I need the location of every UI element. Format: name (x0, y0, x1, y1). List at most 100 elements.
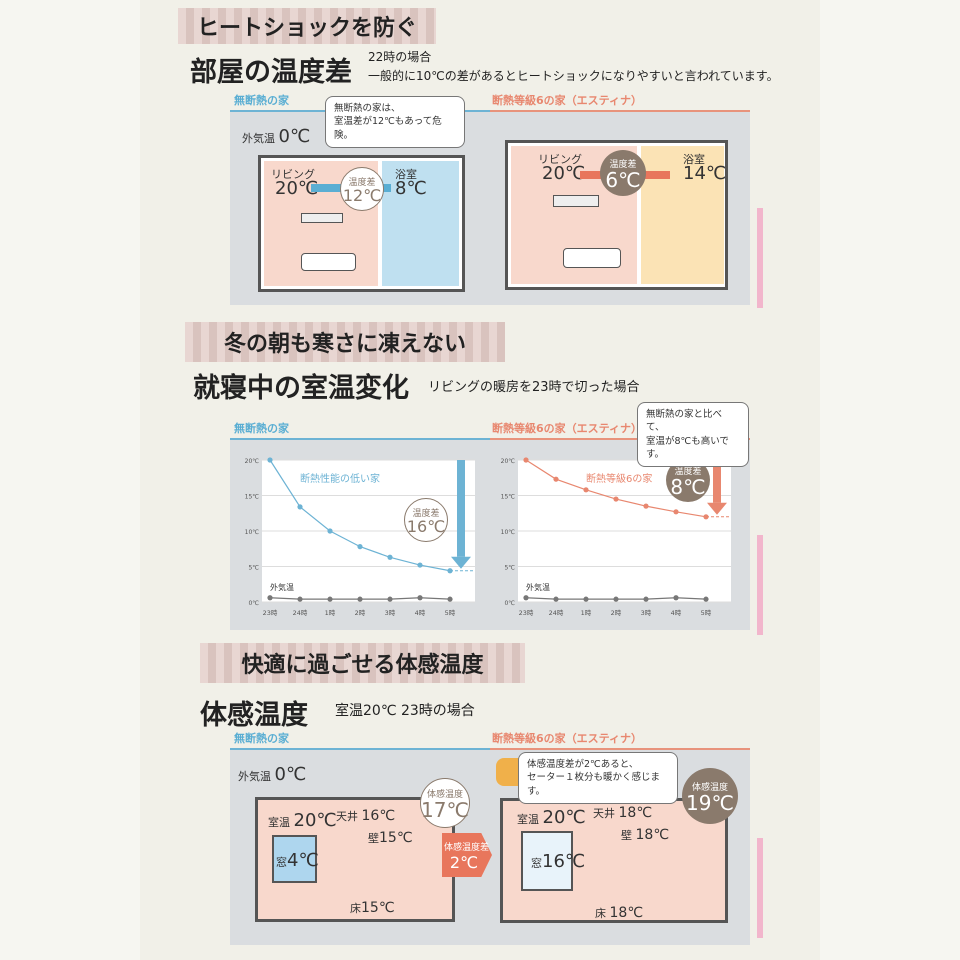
label-uninsulated: 無断熱の家 (234, 732, 289, 745)
room-uninsulated: 室温 20℃ 天井 16℃ 壁15℃ 窓4℃ 床15℃ (255, 797, 455, 922)
outside-label: 外気温 (242, 132, 275, 145)
sofa-icon (301, 253, 356, 271)
down-arrow-icon (457, 460, 465, 557)
arrow-icon (442, 833, 492, 877)
decor-bar (757, 838, 763, 938)
note: リビングの暖房を23時で切った場合 (428, 380, 640, 395)
data-point (613, 496, 619, 502)
section-heading: ヒートショックを防ぐ (178, 8, 436, 44)
x-tick-label: 3時 (385, 609, 396, 617)
note: 22時の場合 (368, 50, 432, 64)
x-tick-label: 4時 (671, 609, 682, 617)
data-point (523, 595, 529, 601)
data-point (357, 544, 363, 550)
data-point (553, 596, 559, 602)
data-point (327, 528, 333, 534)
y-tick-label: 5℃ (248, 565, 259, 572)
y-tick-label: 15℃ (245, 494, 260, 501)
down-arrow-icon (451, 556, 471, 569)
living-temp: 20℃ (275, 178, 319, 199)
window-icon (521, 831, 573, 891)
x-tick-label: 23時 (519, 609, 534, 617)
x-tick-label: 2時 (611, 609, 622, 617)
bath-temp: 8℃ (395, 178, 427, 199)
x-tick-label: 24時 (293, 609, 308, 617)
data-point (357, 596, 363, 602)
label-uninsulated: 無断熱の家 (234, 422, 289, 435)
series-label: 断熱性能の低い家 (300, 472, 380, 485)
room-insulated: 室温 20℃ 天井 18℃ 壁 18℃ 窓16℃ 床 18℃ (500, 798, 728, 923)
data-point (387, 554, 393, 560)
decor-bar (757, 208, 763, 308)
section-title: 部屋の温度差 (190, 57, 352, 88)
label-insulated: 断熱等級6の家（エスティナ） (492, 422, 642, 435)
aircon-icon (301, 213, 343, 223)
series-label: 断熱等級6の家 (586, 472, 652, 485)
speech-bubble: 無断熱の家は、室温差が12℃もあって危険。 (325, 96, 465, 148)
data-point (673, 509, 679, 515)
y-tick-label: 5℃ (504, 565, 515, 572)
label-insulated: 断熱等級6の家（エスティナ） (492, 94, 642, 107)
x-tick-label: 2時 (355, 609, 366, 617)
outside-temp: 0℃ (278, 126, 311, 147)
data-point (267, 457, 273, 463)
data-point (613, 596, 619, 602)
x-tick-label: 1時 (325, 609, 336, 617)
x-tick-label: 4時 (415, 609, 426, 617)
data-point (583, 487, 589, 493)
outside-label: 外気温 (238, 770, 271, 783)
y-tick-label: 15℃ (501, 494, 516, 501)
x-tick-label: 5時 (701, 609, 712, 617)
x-tick-label: 5時 (445, 609, 456, 617)
panel-header: 無断熱の家 断熱等級6の家（エスティナ） (230, 418, 750, 440)
outside-temp: 0℃ (274, 764, 307, 785)
sofa-icon (563, 248, 621, 268)
y-tick-label: 20℃ (501, 458, 516, 465)
speech-bubble: 体感温度差が2℃あると、セーター１枚分も暖かく感じます。 (518, 752, 678, 804)
data-point (267, 595, 273, 601)
living-label: リビング (271, 168, 315, 181)
living-label: リビング (538, 153, 582, 166)
data-point (703, 596, 709, 602)
bath-label: 浴室 (395, 168, 417, 181)
data-point (583, 596, 589, 602)
bath-label: 浴室 (683, 153, 705, 166)
down-arrow-icon (707, 502, 727, 515)
bath-temp: 14℃ (683, 163, 727, 184)
down-arrow-icon (713, 460, 721, 503)
window-icon (272, 835, 317, 883)
section-title: 就寝中の室温変化 (193, 373, 409, 404)
section-heading: 快適に過ごせる体感温度 (200, 643, 525, 683)
y-tick-label: 10℃ (245, 529, 260, 536)
data-point (447, 568, 453, 574)
data-point (417, 595, 423, 601)
data-point (673, 595, 679, 601)
chart-panel: 0℃ 5℃ 10℃ 15℃ 20℃ 23時 24時 1時 2時 3時 4時 5時 断熱性能の低い家外気温… (230, 440, 750, 630)
section-heading: 冬の朝も寒さに凍えない (185, 322, 505, 362)
data-point (297, 596, 303, 602)
data-point (297, 504, 303, 510)
label-insulated: 断熱等級6の家（エスティナ） (492, 732, 642, 745)
data-point (327, 596, 333, 602)
y-tick-label: 0℃ (248, 600, 259, 607)
label-uninsulated: 無断熱の家 (234, 94, 289, 107)
series-label: 外気温 (270, 582, 294, 592)
y-tick-label: 10℃ (501, 529, 516, 536)
data-point (447, 596, 453, 602)
data-point (523, 457, 529, 463)
house-uninsulated: リビング 20℃ 浴室 8℃ (258, 155, 465, 292)
y-tick-label: 20℃ (245, 458, 260, 465)
data-point (643, 503, 649, 509)
x-tick-label: 3時 (641, 609, 652, 617)
x-tick-label: 23時 (263, 609, 278, 617)
data-point (643, 596, 649, 602)
x-tick-label: 24時 (549, 609, 564, 617)
